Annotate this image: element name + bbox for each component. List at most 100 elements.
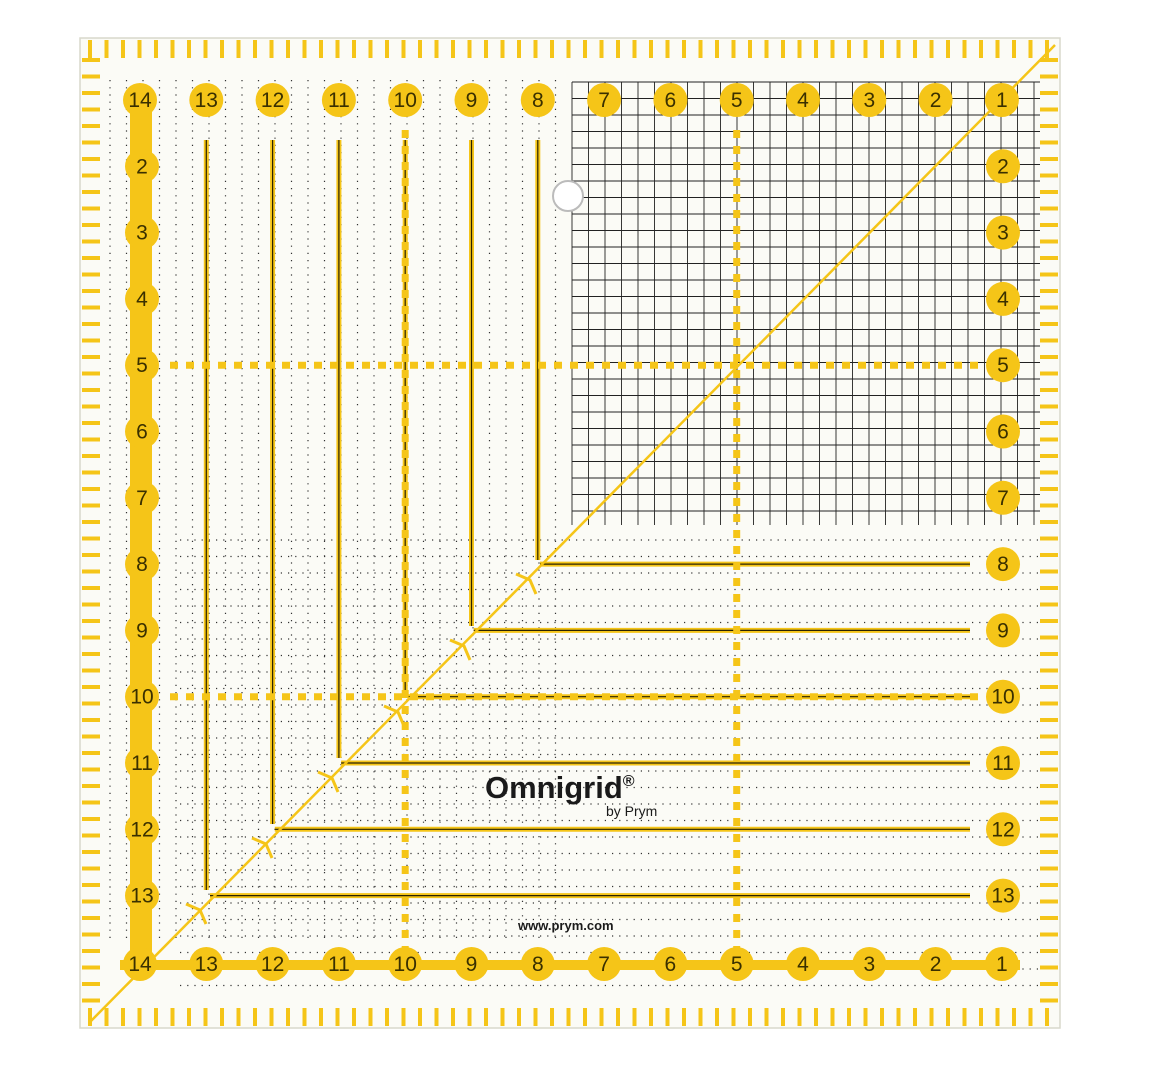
right-scale-number-bg [986, 812, 1020, 847]
left-scale-number: 5 [136, 354, 148, 377]
bottom-scale-number-bg [255, 947, 290, 981]
bottom-scale-number-bg [388, 947, 423, 981]
right-scale-number-bg [986, 215, 1020, 250]
top-scale-number-bg [255, 83, 290, 117]
top-scale-number-bg [520, 83, 555, 117]
top-scale-number-bg [653, 83, 688, 117]
top-scale-number: 13 [195, 89, 218, 112]
left-scale-number-bg [125, 149, 159, 184]
bottom-scale-number: 14 [128, 953, 152, 976]
top-scale-number: 8 [532, 89, 544, 112]
bottom-scale-number: 4 [797, 953, 809, 976]
top-scale-number-bg [454, 83, 489, 117]
left-scale-number: 7 [136, 487, 148, 510]
bottom-scale-number: 8 [532, 953, 544, 976]
bottom-band [120, 960, 1020, 970]
bottom-scale-number-bg [321, 947, 356, 981]
black-grid-area [540, 81, 1040, 560]
bottom-scale-number-bg [520, 947, 555, 981]
top-scale-number: 3 [863, 89, 875, 112]
left-scale-number-bg [125, 679, 159, 714]
right-scale-number: 12 [991, 818, 1014, 841]
right-scale-number: 13 [991, 885, 1014, 908]
left-scale-number-bg [125, 746, 159, 780]
top-scale-number: 1 [996, 89, 1008, 112]
right-scale-number-bg [986, 746, 1020, 780]
right-scale-number-bg [986, 878, 1020, 913]
top-scale-number: 9 [466, 89, 478, 112]
diagonal-chevrons [185, 572, 538, 925]
left-scale-number: 3 [136, 222, 148, 245]
left-scale-number-bg [125, 480, 159, 515]
hanging-hole [552, 180, 584, 212]
bottom-scale-number-bg [719, 947, 754, 981]
top-scale-number: 7 [598, 89, 610, 112]
left-scale-number: 13 [130, 885, 153, 908]
left-scale-number: 12 [130, 818, 153, 841]
top-scale-number-bg [719, 83, 754, 117]
top-scale-number: 2 [930, 89, 942, 112]
left-scale-number: 6 [136, 421, 148, 444]
right-scale-number: 5 [997, 354, 1009, 377]
bottom-scale-number: 11 [328, 953, 350, 976]
top-scale-number-bg [189, 83, 224, 117]
right-scale-number: 10 [991, 686, 1014, 709]
bottom-scale-number: 5 [731, 953, 743, 976]
right-scale-number-bg [986, 480, 1020, 515]
left-scale-number: 2 [136, 155, 148, 178]
top-scale-number-bg [852, 83, 887, 117]
top-scale-number: 12 [261, 89, 284, 112]
brand-website: www.prym.com [517, 918, 614, 933]
bottom-scale-number: 6 [665, 953, 677, 976]
chevron [317, 770, 340, 793]
top-scale-number-bg [587, 83, 622, 117]
edge-tick-marks [82, 40, 1058, 1026]
left-scale-number-bg [125, 878, 159, 913]
bottom-scale-number: 12 [261, 953, 284, 976]
bottom-scale-number-bg [786, 947, 820, 981]
bottom-scale-number-bg [918, 947, 953, 981]
bottom-scale-number-bg [984, 947, 1019, 981]
top-scale-number: 4 [797, 89, 809, 112]
left-scale-number-bg [125, 414, 159, 449]
right-scale-number-bg [986, 149, 1020, 184]
right-scale-number-bg [986, 613, 1020, 648]
chevron [185, 902, 208, 925]
left-scale-number-bg [125, 547, 159, 582]
bottom-scale-number: 3 [863, 953, 875, 976]
right-scale-number: 2 [997, 155, 1009, 178]
bottom-scale-number: 2 [930, 953, 942, 976]
left-scale-number: 4 [136, 288, 148, 311]
top-scale-number-bg [123, 83, 157, 117]
bottom-scale-number-bg [123, 947, 157, 981]
right-scale-number: 6 [997, 421, 1009, 444]
brand-byline: by Prym [606, 803, 657, 819]
brand-logo: Omnigrid® [485, 770, 635, 805]
left-scale-number: 11 [131, 752, 153, 775]
top-scale-number-bg [321, 83, 356, 117]
bottom-scale-number: 10 [394, 953, 417, 976]
bottom-scale-number-bg [852, 947, 887, 981]
bottom-scale-number: 9 [466, 953, 478, 976]
left-scale-number-bg [125, 281, 159, 316]
top-scale-number: 6 [665, 89, 677, 112]
top-scale-number: 11 [328, 89, 350, 112]
left-scale-number: 10 [130, 686, 153, 709]
top-scale-number-bg [918, 83, 953, 117]
top-scale-number-bg [388, 83, 423, 117]
top-scale-number: 10 [394, 89, 417, 112]
right-scale-number: 3 [997, 222, 1009, 245]
bottom-scale-number-bg [587, 947, 622, 981]
chevron [251, 836, 274, 859]
top-scale-number: 14 [128, 89, 152, 112]
right-scale-number: 4 [997, 288, 1009, 311]
bottom-scale-number-bg [454, 947, 489, 981]
left-scale-number-bg [125, 812, 159, 847]
chevron [383, 704, 406, 727]
right-scale-number: 9 [997, 619, 1009, 642]
left-scale-number: 9 [136, 619, 148, 642]
right-scale-number-bg [986, 679, 1020, 714]
bottom-scale-number: 7 [598, 953, 610, 976]
left-scale-number-bg [125, 613, 159, 648]
